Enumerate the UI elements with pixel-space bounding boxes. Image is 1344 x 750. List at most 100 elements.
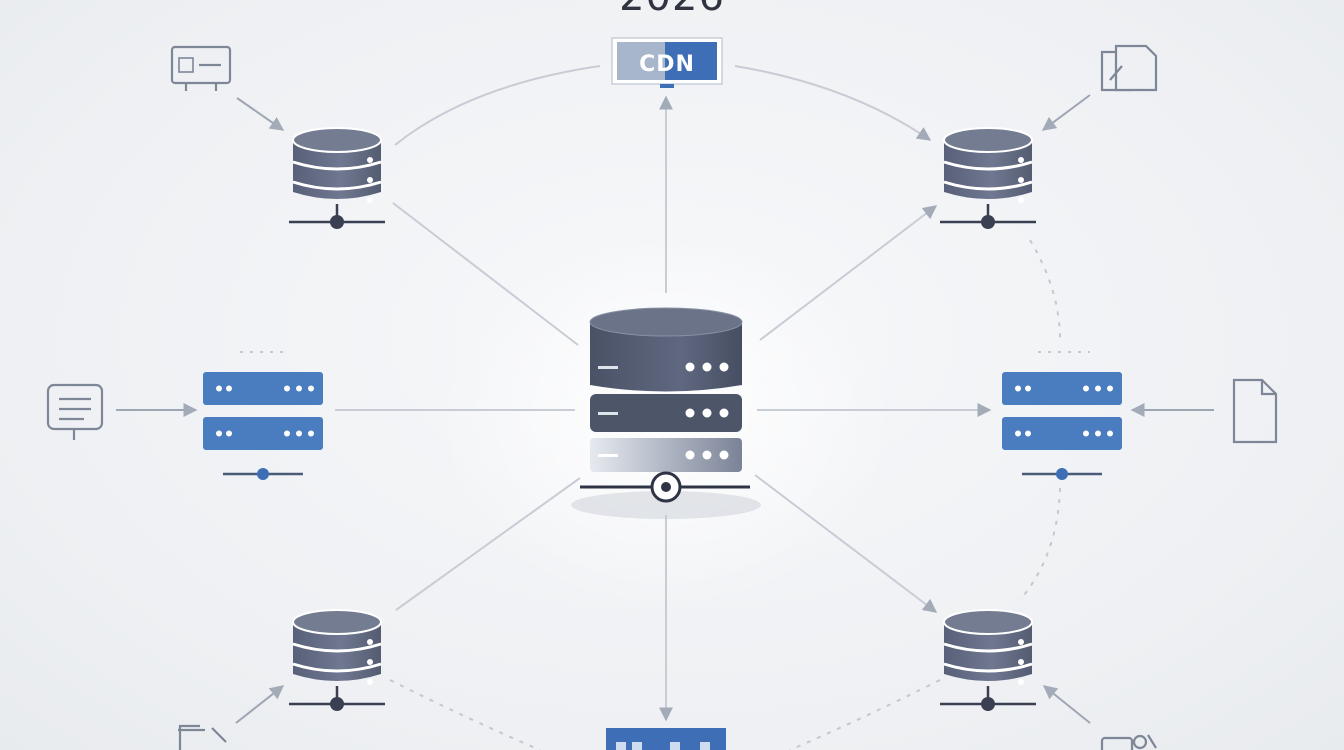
hub-slot-1-led-3 <box>719 362 729 372</box>
cdn-node-bottom-mark-3 <box>670 742 680 750</box>
documents-icon[interactable] <box>1100 44 1158 92</box>
cdn-node-bottom[interactable] <box>606 728 726 750</box>
db-br-led-3 <box>1018 679 1024 685</box>
hub-slot-3-led-1 <box>685 450 695 460</box>
db-br-led-1 <box>1018 639 1024 645</box>
device-icon-body <box>1100 736 1134 750</box>
arrow-edit-to-bottom-left <box>235 685 285 724</box>
hub-slot-3-line <box>598 454 618 457</box>
sr-r-unit-1-led-a <box>1015 385 1021 392</box>
db-br-band-1 <box>943 642 1033 653</box>
arc-cdn-to-top-left <box>394 65 601 146</box>
sr-l-unit-2 <box>203 417 323 450</box>
sr-l-unit-1-led-b <box>226 385 232 392</box>
db-bl-band-2 <box>292 662 382 673</box>
sr-r-unit-1-led-e <box>1107 385 1113 392</box>
db-tl-led-2 <box>367 177 373 183</box>
server-rack-mid-left[interactable] <box>203 372 323 480</box>
file-icon-fold <box>1260 380 1276 396</box>
edit-icon[interactable] <box>178 724 227 750</box>
db-tr-led-2 <box>1018 177 1024 183</box>
database-node-top-right[interactable] <box>940 127 1036 229</box>
sr-l-unit-2-led-d <box>296 430 302 437</box>
connectors <box>335 65 992 722</box>
edit-icon-pen <box>178 724 227 750</box>
db-bl-led-1 <box>367 639 373 645</box>
sr-r-unit-1-led-b <box>1025 385 1031 392</box>
db-tl-band-1 <box>292 160 382 171</box>
hub-slot-1-led-1 <box>685 362 695 372</box>
cdn-node-bottom-mark-2 <box>632 742 642 750</box>
db-tl-band-2 <box>292 180 382 191</box>
db-tl-led-1 <box>367 157 373 163</box>
cdn-label: CDN <box>639 52 695 77</box>
cdn-node-bottom-mark-4 <box>700 742 710 750</box>
database-node-bottom-left[interactable] <box>289 609 385 711</box>
db-tr-led-3 <box>1018 197 1024 203</box>
dashed-top-right-to-mid-right <box>1029 239 1061 341</box>
db-br-stand-node <box>981 697 995 711</box>
sr-l-unit-2-led-a <box>216 430 222 437</box>
device-icon[interactable] <box>1100 734 1157 750</box>
sr-l-unit-2-led-e <box>308 430 314 437</box>
cdn-node-top-tab <box>660 84 674 88</box>
year-heading: 2026 <box>560 0 784 20</box>
hub-slot-3-led-3 <box>719 450 729 460</box>
line-hub-to-top-right <box>759 205 938 341</box>
message-icon[interactable] <box>46 383 104 440</box>
documents-icon-mark <box>1109 65 1123 81</box>
hub-shadow <box>571 491 761 519</box>
db-bl-cap <box>292 609 382 635</box>
db-tr-stand-node <box>981 215 995 229</box>
database-node-top-left[interactable] <box>289 127 385 229</box>
browser-window-icon-frame <box>170 45 232 85</box>
server-rack-mid-right[interactable] <box>1002 372 1122 480</box>
sr-l-unit-1-led-a <box>216 385 222 392</box>
sr-r-unit-2-led-d <box>1095 430 1101 437</box>
dashed-bottom-right-to-cdn <box>789 679 941 750</box>
sr-r-unit-2-led-e <box>1107 430 1113 437</box>
cdn-node-top-right-panel <box>665 42 717 80</box>
file-icon[interactable] <box>1232 378 1278 444</box>
sr-l-unit-1-led-d <box>296 385 302 392</box>
line-hub-to-bottom-left <box>395 477 581 611</box>
hub-middle-slab <box>590 394 742 432</box>
central-hub-server[interactable] <box>571 307 761 519</box>
device-icon-mark <box>1147 734 1157 749</box>
dashed-bottom-left-to-cdn <box>389 679 541 750</box>
sr-r-unit-1-led-d <box>1095 385 1101 392</box>
db-br-band-2 <box>943 662 1033 673</box>
device-icon-ring <box>1132 734 1148 750</box>
cdn-node-top[interactable]: CDN <box>611 37 723 88</box>
db-tr-band-1 <box>943 160 1033 171</box>
arrow-browser-to-top-left <box>236 97 285 131</box>
sr-l-base-node <box>257 468 269 480</box>
db-tl-stand-node <box>330 215 344 229</box>
db-bl-led-3 <box>367 679 373 685</box>
db-bl-stand-node <box>330 697 344 711</box>
hub-base-node-core <box>661 482 671 492</box>
hub-slot-2-line <box>598 412 618 415</box>
hub-slot-3-led-2 <box>702 450 712 460</box>
db-br-cap <box>943 609 1033 635</box>
hub-bottom-slab <box>590 438 742 472</box>
hub-slot-1-line <box>598 366 618 369</box>
line-hub-to-top-left <box>392 202 579 346</box>
arrow-documents-to-top-right <box>1041 94 1091 131</box>
browser-window-icon[interactable] <box>170 45 232 91</box>
hub-top-cap-rim <box>589 307 743 337</box>
sr-l-unit-1 <box>203 372 323 405</box>
dashed-links <box>240 239 1090 750</box>
dashed-mid-right-to-bottom-right <box>1019 487 1061 601</box>
arc-cdn-to-top-right <box>734 65 932 141</box>
hub-top-body <box>590 322 742 392</box>
sr-l-unit-2-led-c <box>284 430 290 437</box>
sr-l-unit-1-led-e <box>308 385 314 392</box>
sr-r-unit-2-led-a <box>1015 430 1021 437</box>
sr-l-unit-2-led-b <box>226 430 232 437</box>
db-tl-cap <box>292 127 382 153</box>
hub-slot-2-led-2 <box>702 408 712 418</box>
cdn-node-bottom-mark-1 <box>616 742 626 750</box>
database-node-bottom-right[interactable] <box>940 609 1036 711</box>
